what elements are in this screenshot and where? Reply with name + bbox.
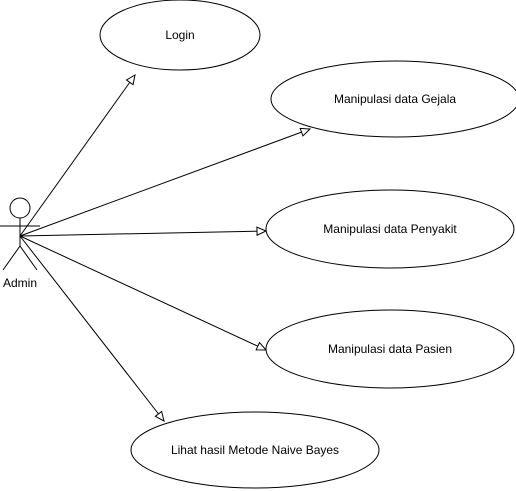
use-case-pasien[interactable]: Manipulasi data Pasien xyxy=(265,309,515,389)
association-pasien xyxy=(19,235,268,351)
use-case-pasien-label: Manipulasi data Pasien xyxy=(328,342,452,356)
association-line-login xyxy=(19,74,136,237)
use-case-login-shape xyxy=(99,0,261,71)
use-case-penyakit[interactable]: Manipulasi data Penyakit xyxy=(265,189,515,269)
association-gejala xyxy=(19,127,312,237)
association-line-naive-bayes xyxy=(19,235,165,422)
use-case-login[interactable]: Login xyxy=(99,0,261,71)
actor-head xyxy=(9,197,31,219)
association-line-penyakit xyxy=(19,230,267,237)
actor-name: Admin xyxy=(3,276,37,290)
arrowhead-penyakit xyxy=(256,226,268,236)
association-naive-bayes xyxy=(19,235,165,422)
association-line-gejala xyxy=(19,128,311,237)
actor-admin: Admin xyxy=(0,197,40,290)
actor-right-leg xyxy=(19,245,38,271)
use-case-naive-bayes[interactable]: Lihat hasil Metode Naive Bayes xyxy=(130,411,380,489)
arrowhead-gejala xyxy=(299,127,312,137)
association-login xyxy=(19,73,136,237)
association-line-pasien xyxy=(19,235,267,351)
arrowhead-pasien xyxy=(255,341,268,351)
use-case-gejala[interactable]: Manipulasi data Gejala xyxy=(270,60,516,138)
use-case-naive-bayes-shape xyxy=(130,411,380,489)
arrowhead-login xyxy=(125,73,136,86)
use-case-login-label: Login xyxy=(165,28,194,42)
use-case-penyakit-shape xyxy=(265,189,515,269)
use-case-pasien-shape xyxy=(265,309,515,389)
use-case-penyakit-label: Manipulasi data Penyakit xyxy=(323,222,457,236)
use-case-gejala-label: Manipulasi data Gejala xyxy=(334,92,456,106)
use-case-naive-bayes-label: Lihat hasil Metode Naive Bayes xyxy=(171,443,339,457)
actor-left-leg xyxy=(2,245,21,271)
arrowhead-naive-bayes xyxy=(154,410,165,422)
association-penyakit xyxy=(19,226,268,237)
use-case-gejala-shape xyxy=(270,60,516,138)
associations xyxy=(19,73,312,422)
